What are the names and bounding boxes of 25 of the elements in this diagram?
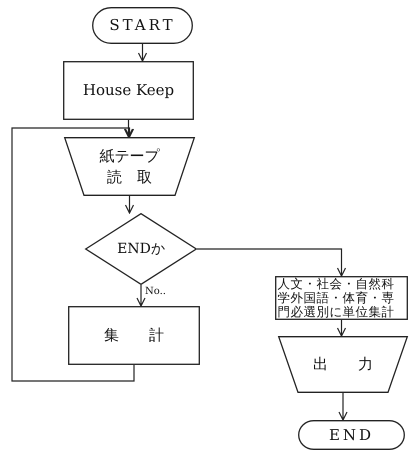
process-box <box>275 276 408 320</box>
arrow <box>124 120 134 138</box>
arrow <box>338 393 348 421</box>
edge-label: No.. <box>144 286 167 297</box>
arrow <box>11 127 135 382</box>
process-box <box>68 306 200 365</box>
arrow <box>336 320 346 337</box>
arrow <box>136 285 146 307</box>
node-text: House Keep <box>82 80 174 101</box>
arrow <box>138 44 148 62</box>
terminal-shape <box>92 7 193 44</box>
decision-diamond <box>85 213 197 285</box>
node-text: 紙テープ読 取 <box>98 146 160 188</box>
process-box <box>63 61 194 120</box>
terminal-shape <box>298 420 405 450</box>
node-text: 出 力 <box>313 354 373 375</box>
input-trapezoid <box>64 137 195 196</box>
node-text: START <box>109 15 176 36</box>
arrow <box>124 196 134 214</box>
node-text: ENDか <box>117 240 165 258</box>
node-text: 人文・社会・自然科学外国語・体育・専門必選別に単位集計 <box>278 277 396 319</box>
arrow <box>197 248 346 277</box>
node-text: END <box>328 424 374 446</box>
input-trapezoid <box>278 336 408 393</box>
node-text: 集 計 <box>104 325 164 346</box>
